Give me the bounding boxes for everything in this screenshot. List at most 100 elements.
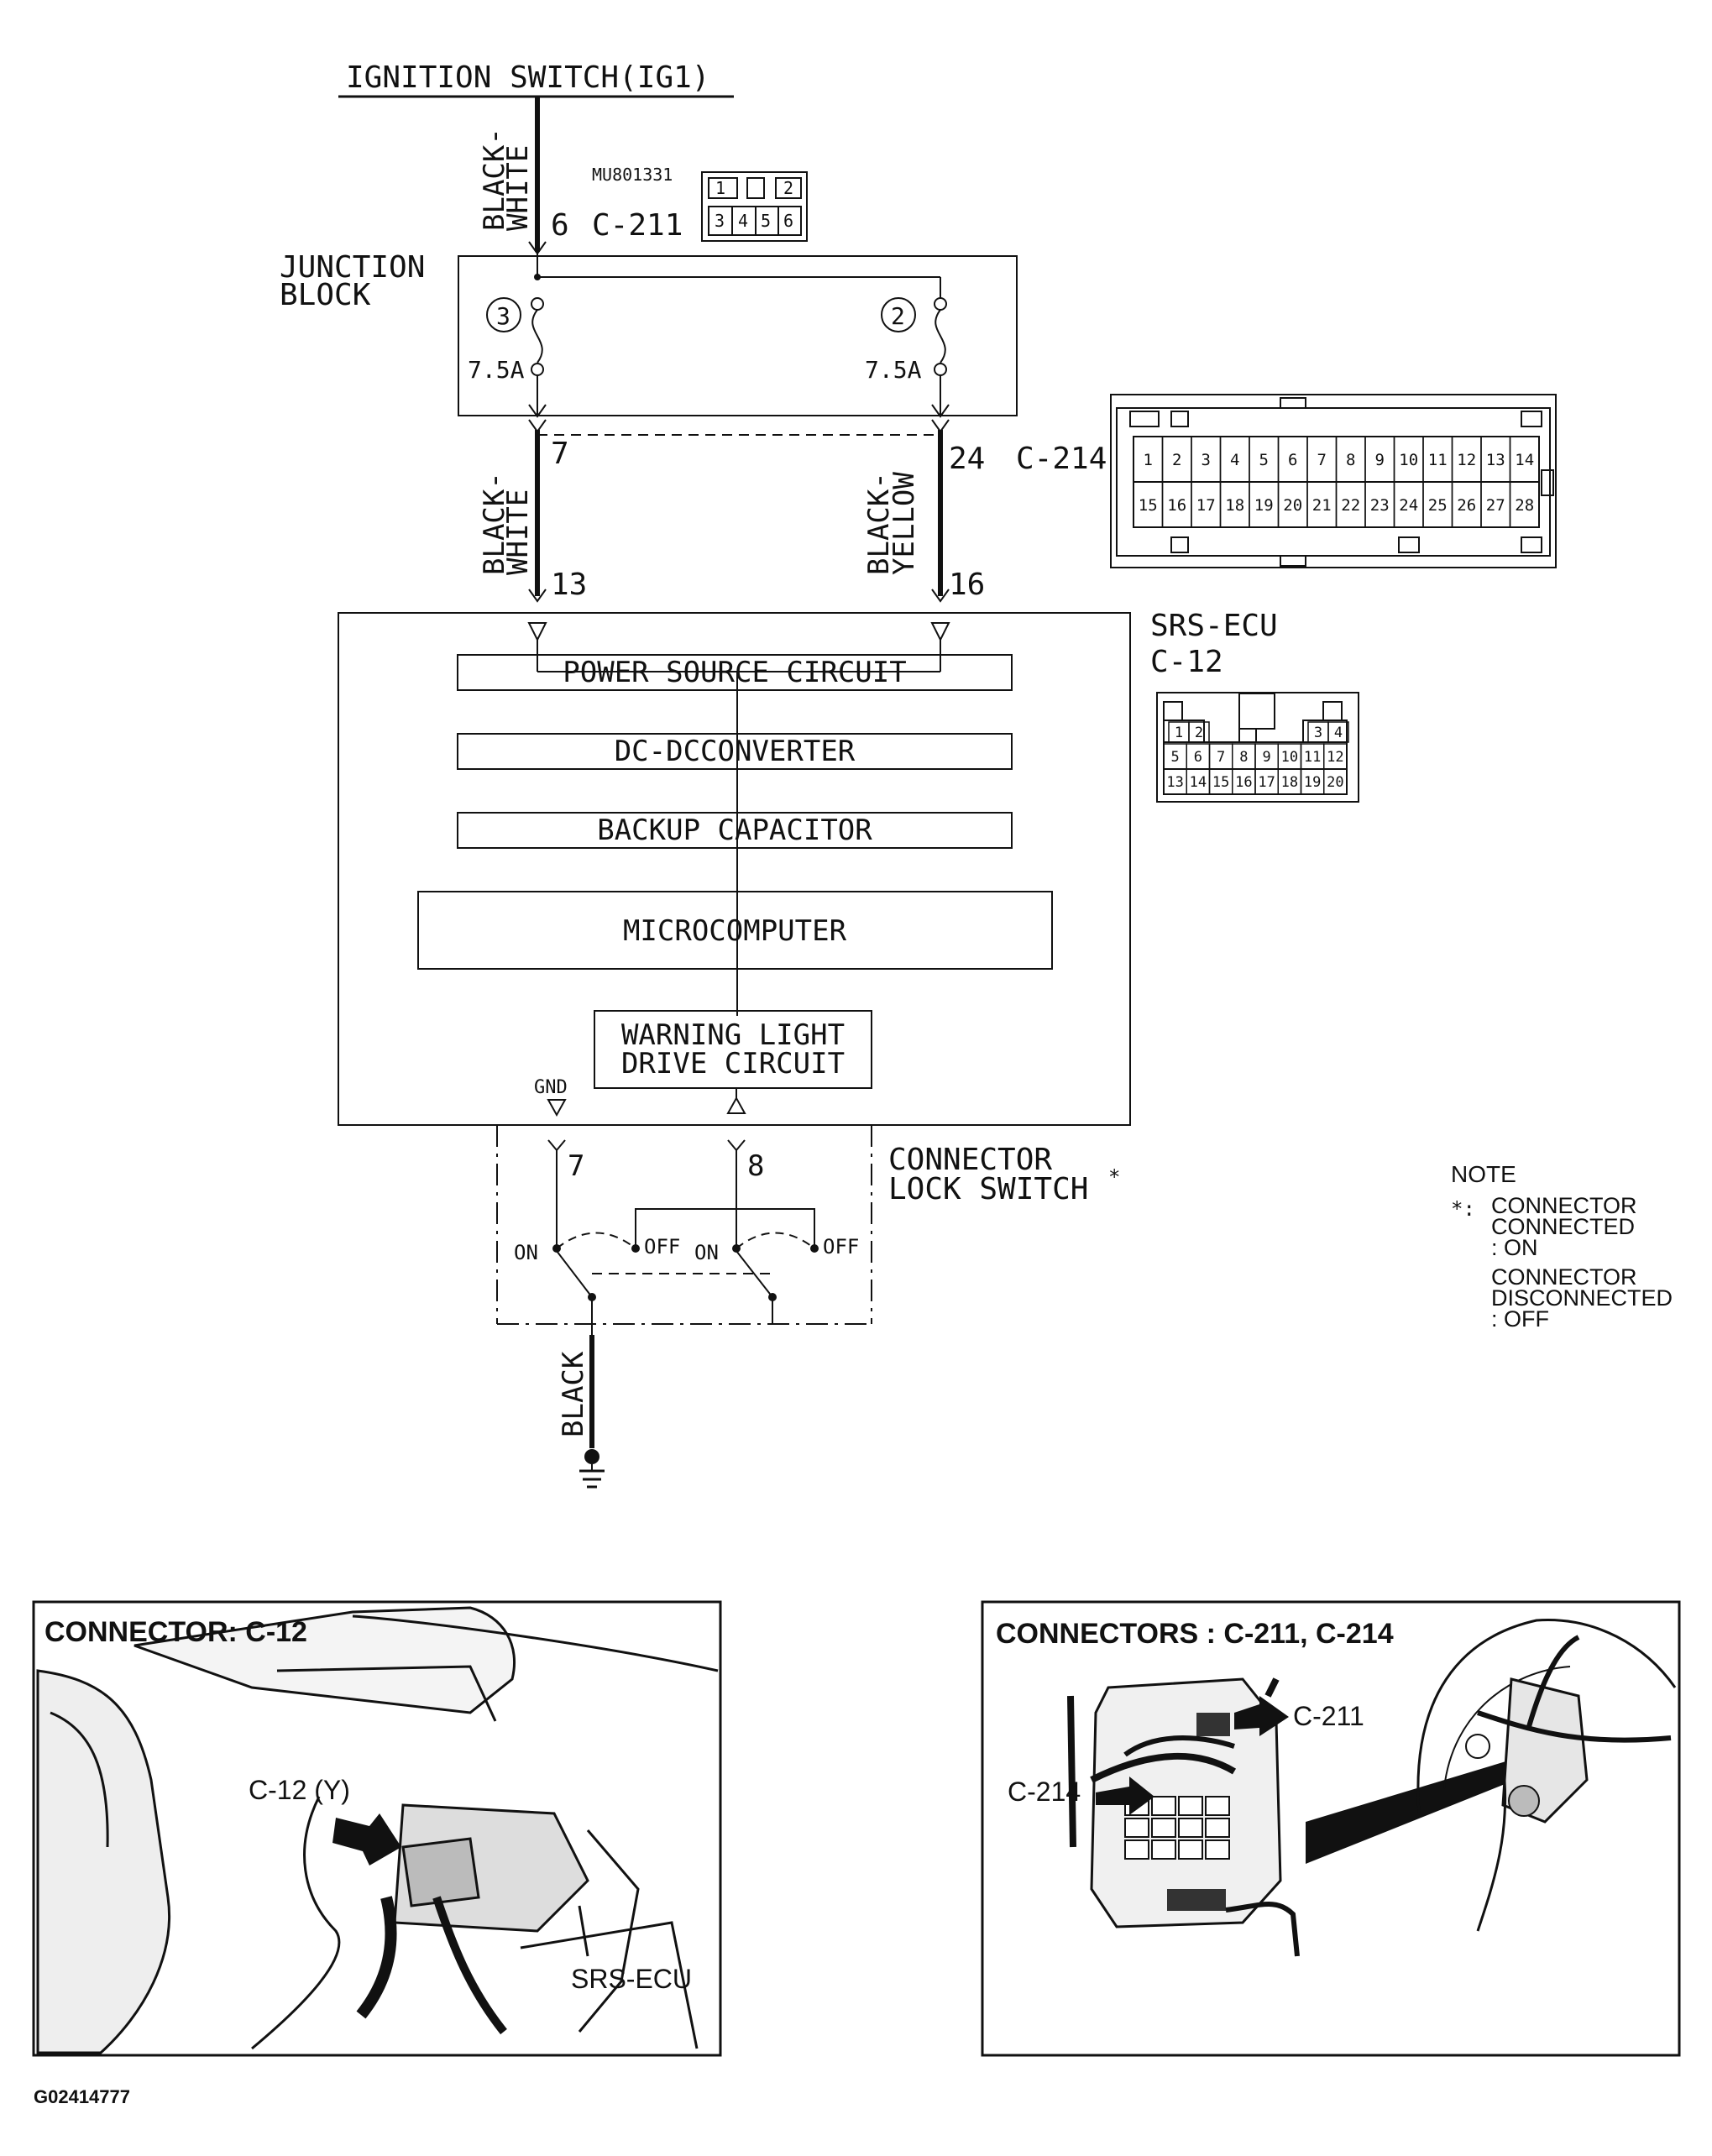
note-connected-2: CONNECTED: [1491, 1214, 1635, 1239]
c214-pin-7-label: 7: [1317, 451, 1327, 469]
note-connected-3: : ON: [1491, 1235, 1538, 1260]
ground-symbol: [579, 1449, 605, 1489]
c214-pin-20-label: 20: [1283, 496, 1302, 515]
fuse-left-number: 3: [486, 297, 521, 332]
switch-right-arc: [736, 1232, 815, 1249]
junction-block-label-2: BLOCK: [280, 278, 371, 312]
c12-pin-18-label: 18: [1281, 774, 1298, 791]
photo-right-callout-c214: C-214: [1008, 1777, 1081, 1807]
c214-pin-6-label: 6: [1288, 451, 1297, 469]
c12-pin-7-label: 7: [1217, 749, 1225, 766]
switch-left-off-label: OFF: [644, 1235, 680, 1259]
switch-right-blade: [736, 1250, 773, 1298]
c211-connector-face: 1 2 3 4 5 6: [701, 171, 808, 242]
lock-switch-pin-gnd: 7: [568, 1149, 584, 1183]
switch-right-on-label: ON: [694, 1241, 719, 1264]
power-source-label: POWER SOURCE CIRCUIT: [563, 656, 906, 689]
c214-pin-24-label: 24: [1399, 496, 1418, 515]
c214-pin-28-label: 28: [1515, 496, 1534, 515]
photo-right-title: CONNECTORS : C-211, C-214: [996, 1618, 1394, 1650]
note-disconnected-3: : OFF: [1491, 1306, 1549, 1332]
wire-color-right: BLACK- YELLOW: [862, 472, 921, 575]
warning-light-label-1: WARNING LIGHT: [621, 1018, 845, 1052]
wire-color-top: BLACK- WHITE: [478, 128, 535, 231]
c214-pin-11-label: 11: [1428, 451, 1448, 469]
ecu-input-left-triangle: [527, 622, 547, 642]
switch-left-blade: [556, 1250, 593, 1298]
c12-pin-16-label: 16: [1235, 774, 1252, 791]
lock-switch-pin-sw: 8: [747, 1149, 764, 1183]
backup-capacitor-label: BACKUP CAPACITOR: [597, 814, 872, 847]
c12-pin-6-label: 6: [1194, 749, 1202, 766]
ecu-input-right-triangle: [930, 622, 950, 642]
c214-pin-18-label: 18: [1225, 496, 1244, 515]
c214-pin-13-label: 13: [1486, 451, 1505, 469]
microcomputer-label: MICROCOMPUTER: [623, 914, 847, 948]
c211-connector-id: C-211: [592, 208, 683, 243]
srs-ecu-box: [338, 612, 1131, 1126]
c12-pin-20-label: 20: [1327, 774, 1343, 791]
photo-right-callout-c211: C-211: [1293, 1701, 1364, 1731]
c214-pin-19-label: 19: [1254, 496, 1274, 515]
wire-color-ground: BLACK: [557, 1351, 590, 1437]
fuse-right: [934, 297, 947, 376]
switch-left-arc: [556, 1232, 636, 1249]
svg-text:BLACK-: BLACK-: [862, 472, 896, 575]
svg-text:1: 1: [715, 178, 725, 198]
c214-pin-9-label: 9: [1375, 451, 1385, 469]
photo-left-callout-c12: C-12 (Y): [249, 1775, 350, 1805]
c214-pin-15-label: 15: [1139, 496, 1158, 515]
c12-pin-9-label: 9: [1263, 749, 1271, 766]
note-disconnected-1: CONNECTOR: [1491, 1264, 1637, 1290]
gnd-label: GND: [534, 1077, 568, 1098]
c12-pin-2-label: 2: [1195, 725, 1203, 741]
ignition-switch-label: IGNITION SWITCH(IG1): [346, 60, 709, 95]
srs-ecu-connector-id: C-12: [1150, 645, 1223, 679]
c12-pin-13-label: 13: [1166, 774, 1183, 791]
c214-pin-21-label: 21: [1312, 496, 1332, 515]
c12-pin-19-label: 19: [1304, 774, 1321, 791]
photo-left-title: CONNECTOR: C-12: [45, 1616, 307, 1648]
c12-pin-17-label: 17: [1258, 774, 1275, 791]
switch-right-off-label: OFF: [823, 1235, 859, 1259]
junction-block-label-1: JUNCTION: [280, 250, 425, 285]
c214-pin-8-label: 8: [1346, 451, 1355, 469]
c12-pin-20-cell: [1323, 768, 1348, 795]
c12-pin-10-label: 10: [1281, 749, 1298, 766]
fuse-right-rating: 7.5A: [865, 356, 922, 384]
ecu-in-pin-right: 16: [949, 568, 985, 602]
dcdc-converter-label: DC-DCCONVERTER: [615, 735, 856, 768]
svg-text:2: 2: [891, 302, 905, 330]
c12-pin-12-label: 12: [1327, 749, 1343, 766]
c214-pin-17-label: 17: [1196, 496, 1216, 515]
c12-pin-2-cell: [1188, 721, 1210, 743]
c12-pin-4-label: 4: [1334, 725, 1343, 741]
c211-part-number: MU801331: [592, 165, 673, 185]
figure-code: G02414777: [34, 2086, 130, 2107]
c214-pin-16-label: 16: [1167, 496, 1186, 515]
c214-pin-10-label: 10: [1399, 451, 1418, 469]
c214-pin-4-label: 4: [1230, 451, 1239, 469]
c12-pin-14-label: 14: [1190, 774, 1207, 791]
ecu-in-pin-left: 13: [551, 568, 587, 602]
power-source-block: [457, 654, 1013, 691]
svg-text:4: 4: [738, 211, 748, 231]
warning-light-drive-block: [594, 1010, 872, 1089]
fuse-left-rating: 7.5A: [468, 356, 525, 384]
warning-light-label-2: DRIVE CIRCUIT: [621, 1047, 845, 1081]
svg-text:WHITE: WHITE: [501, 145, 535, 231]
junction-out-pin-left: 7: [551, 437, 569, 471]
c214-pin-28-cell: [1509, 481, 1540, 528]
lock-switch-label-2: LOCK SWITCH: [888, 1172, 1088, 1206]
junction-out-pin-right: 24: [949, 442, 985, 476]
note-star: *:: [1451, 1197, 1475, 1221]
switch-left-on-label: ON: [514, 1241, 538, 1264]
c214-pin-25-label: 25: [1428, 496, 1448, 515]
gnd-triangle: [547, 1099, 567, 1117]
svg-text:3: 3: [715, 211, 725, 231]
c12-pin-15-label: 15: [1212, 774, 1229, 791]
photo-left-callout-ecu: SRS-ECU: [571, 1964, 692, 1994]
c214-connector-id: C-214: [1016, 442, 1107, 476]
